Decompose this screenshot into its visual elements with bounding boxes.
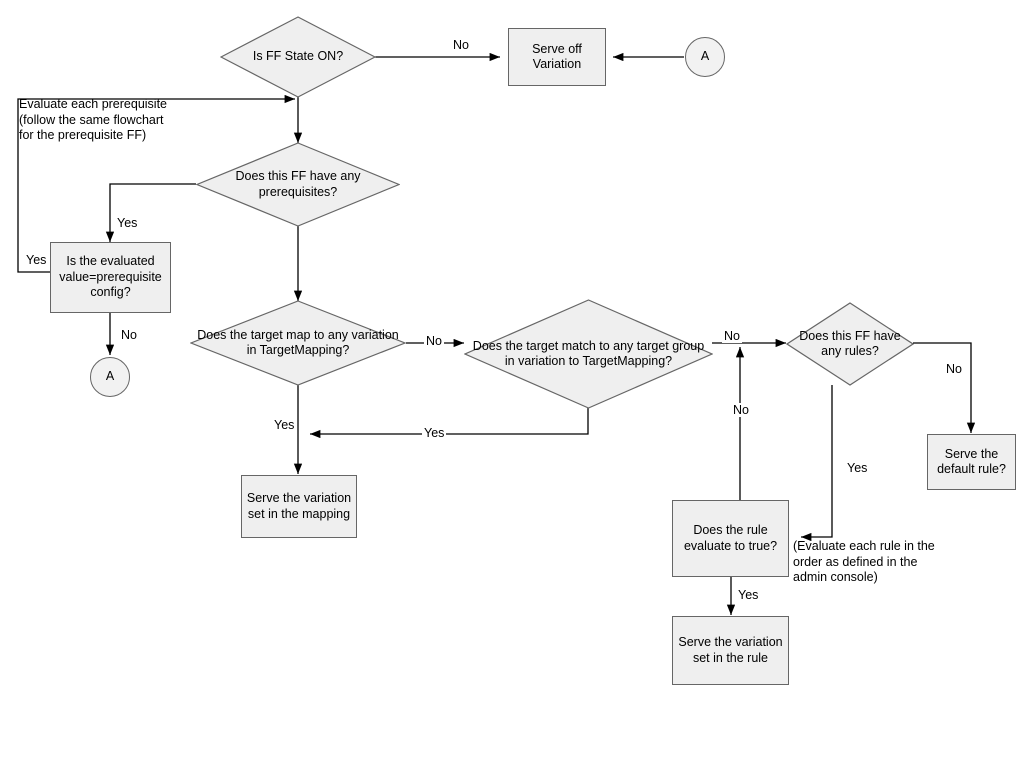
edge-label-ffstate-no: No: [451, 38, 471, 52]
diamond-shape: [786, 302, 914, 386]
node-label: A: [105, 369, 115, 384]
node-target-match-target-group[interactable]: Does the target match to any target grou…: [464, 299, 713, 409]
node-serve-variation-set-in-mapping[interactable]: Serve the variation set in the mapping: [241, 475, 357, 538]
diamond-shape: [220, 16, 376, 98]
node-label: A: [700, 49, 710, 64]
node-label: Serve the variation set in the mapping: [246, 491, 352, 521]
node-is-evaluated-value-prerequisite-config[interactable]: Is the evaluated value=prerequisite conf…: [50, 242, 171, 313]
edge-label-ruletrue-yes: Yes: [736, 588, 761, 602]
edge-label-targetgroup-yes: Yes: [422, 426, 447, 440]
node-target-map-to-variation[interactable]: Does the target map to any variation in …: [190, 300, 406, 386]
node-is-ff-state-on[interactable]: Is FF State ON?: [220, 16, 376, 98]
edge-label-targetmap-yes: Yes: [272, 418, 297, 432]
node-label: Does this FF have any prerequisites?: [235, 169, 361, 199]
edge-prereq-yes: [105, 183, 196, 242]
edge-evalvalue-yes-loopback: [17, 94, 295, 273]
edge-rules-yes: [801, 385, 833, 542]
edge-label-evalvalue-yes: Yes: [24, 253, 49, 267]
edge-label-targetgroup-no: No: [722, 329, 742, 343]
node-label: Serve the default rule?: [937, 446, 1006, 477]
node-does-rule-evaluate-to-true[interactable]: Does the rule evaluate to true?: [672, 500, 789, 577]
node-label: Is the evaluated value=prerequisite conf…: [59, 254, 162, 300]
node-connector-a-bottom[interactable]: A: [90, 357, 130, 397]
node-label: Does this FF have any rules?: [799, 328, 901, 359]
edge-rules-no: [913, 342, 976, 433]
edge-label-ruletrue-no: No: [731, 403, 751, 417]
edge-label-evalvalue-no: No: [119, 328, 139, 342]
node-serve-off-variation[interactable]: Serve off Variation: [508, 28, 606, 86]
edge-label-targetmap-no: No: [424, 334, 444, 348]
node-label: Does the target match to any target grou…: [472, 338, 705, 369]
diamond-shape: [190, 300, 406, 386]
note-evaluate-each-rule: (Evaluate each rule in the order as defi…: [793, 539, 935, 584]
node-serve-default-rule[interactable]: Serve the default rule?: [927, 434, 1016, 490]
node-label: Serve off Variation: [532, 41, 582, 72]
edge-targetgroup-yes: [310, 408, 589, 439]
edge-label-rules-yes: Yes: [845, 461, 870, 475]
node-label: Does the target map to any variation in …: [197, 327, 399, 358]
edge-label-rules-no: No: [944, 362, 964, 376]
node-connector-a-top[interactable]: A: [685, 37, 725, 77]
node-label: Serve the variation set in the rule: [678, 635, 783, 665]
note-evaluate-each-prerequisite: Evaluate each prerequisite (follow the s…: [19, 97, 168, 142]
diamond-shape: [196, 142, 400, 227]
node-has-prerequisites[interactable]: Does this FF have any prerequisites?: [196, 142, 400, 227]
node-serve-variation-set-in-rule[interactable]: Serve the variation set in the rule: [672, 616, 789, 685]
node-label: Is FF State ON?: [252, 49, 344, 64]
diamond-shape: [464, 299, 713, 409]
node-label: Does the rule evaluate to true?: [683, 523, 778, 553]
node-has-rules[interactable]: Does this FF have any rules?: [786, 302, 914, 386]
edge-label-prereq-yes: Yes: [115, 216, 140, 230]
